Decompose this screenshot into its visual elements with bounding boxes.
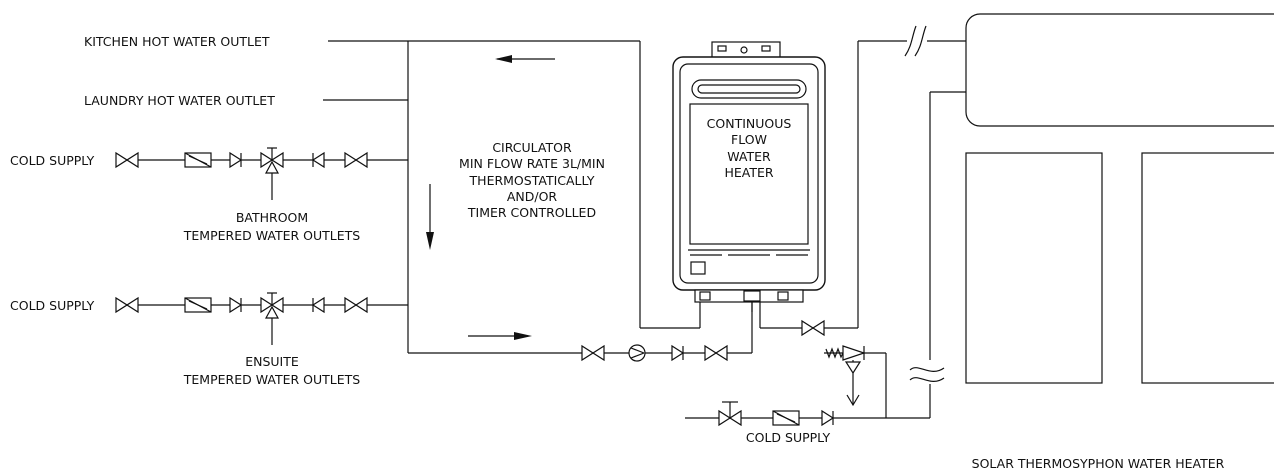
gate-valve-icon bbox=[344, 152, 368, 168]
heater-label-line: FLOW bbox=[731, 132, 767, 147]
tempering-valve-icon bbox=[260, 292, 284, 346]
heater-display-icon bbox=[690, 261, 706, 275]
cold-supply-fittings bbox=[718, 401, 834, 426]
circulator-note-line: CIRCULATOR bbox=[492, 140, 572, 155]
check-valve-icon bbox=[312, 297, 325, 313]
check-valve-icon bbox=[671, 345, 684, 361]
cold-supply-label-2: COLD SUPPLY bbox=[10, 298, 95, 313]
gate-valve-icon bbox=[344, 297, 368, 313]
check-valve-icon bbox=[312, 152, 325, 168]
ensuite-label: ENSUITE bbox=[245, 354, 299, 369]
bathroom-supply-fittings bbox=[115, 147, 368, 201]
circulator-note-line: MIN FLOW RATE 3L/MIN bbox=[459, 156, 605, 171]
gate-valve-icon bbox=[115, 152, 139, 168]
pipe-break-symbols bbox=[904, 25, 946, 384]
flow-arrow-icon bbox=[495, 55, 555, 63]
heater-label-line: HEATER bbox=[724, 165, 773, 180]
tempering-valve-icon bbox=[260, 147, 284, 201]
pump-icon bbox=[628, 344, 646, 362]
cold-supply-label-3: COLD SUPPLY bbox=[746, 430, 831, 445]
heater-label-line: WATER bbox=[727, 149, 771, 164]
ensuite-tempered-label: TEMPERED WATER OUTLETS bbox=[183, 372, 361, 387]
flow-arrow-icon bbox=[468, 332, 532, 340]
solar-label: SOLAR THERMOSYPHON WATER HEATER bbox=[972, 456, 1225, 471]
heater-label-line: CONTINUOUS bbox=[707, 116, 792, 131]
strainer-icon bbox=[184, 152, 212, 168]
circulator-note-line: AND/OR bbox=[507, 189, 558, 204]
bathroom-label: BATHROOM bbox=[236, 210, 308, 225]
solar-collector-panel bbox=[1141, 152, 1274, 384]
circulator-note-line: TIMER CONTROLLED bbox=[467, 205, 596, 220]
flow-arrows bbox=[426, 55, 555, 340]
solar-collector-panel bbox=[965, 152, 1103, 384]
check-valve-icon bbox=[229, 152, 242, 168]
labels: KITCHEN HOT WATER OUTLET LAUNDRY HOT WAT… bbox=[10, 34, 1225, 471]
gate-valve-icon bbox=[115, 297, 139, 313]
ensuite-supply-fittings bbox=[115, 292, 368, 346]
kitchen-outlet-label: KITCHEN HOT WATER OUTLET bbox=[84, 34, 270, 49]
bathroom-tempered-label: TEMPERED WATER OUTLETS bbox=[183, 228, 361, 243]
check-valve-icon bbox=[229, 297, 242, 313]
circulator-note-line: THERMOSTATICALLY bbox=[469, 173, 595, 188]
strainer-icon bbox=[772, 410, 800, 426]
gate-valve-icon bbox=[704, 345, 728, 361]
solar-thermosyphon bbox=[965, 13, 1274, 384]
flow-arrow-icon bbox=[426, 184, 434, 250]
circulator-fittings bbox=[581, 320, 825, 362]
water-heater bbox=[672, 41, 826, 312]
gate-valve-icon bbox=[581, 345, 605, 361]
solar-tank bbox=[965, 13, 1274, 127]
strainer-icon bbox=[184, 297, 212, 313]
relief-valve-icon bbox=[825, 345, 866, 375]
gate-valve-icon bbox=[801, 320, 825, 336]
laundry-outlet-label: LAUNDRY HOT WATER OUTLET bbox=[84, 93, 275, 108]
cold-supply-label-1: COLD SUPPLY bbox=[10, 153, 95, 168]
check-valve-icon bbox=[821, 410, 834, 426]
